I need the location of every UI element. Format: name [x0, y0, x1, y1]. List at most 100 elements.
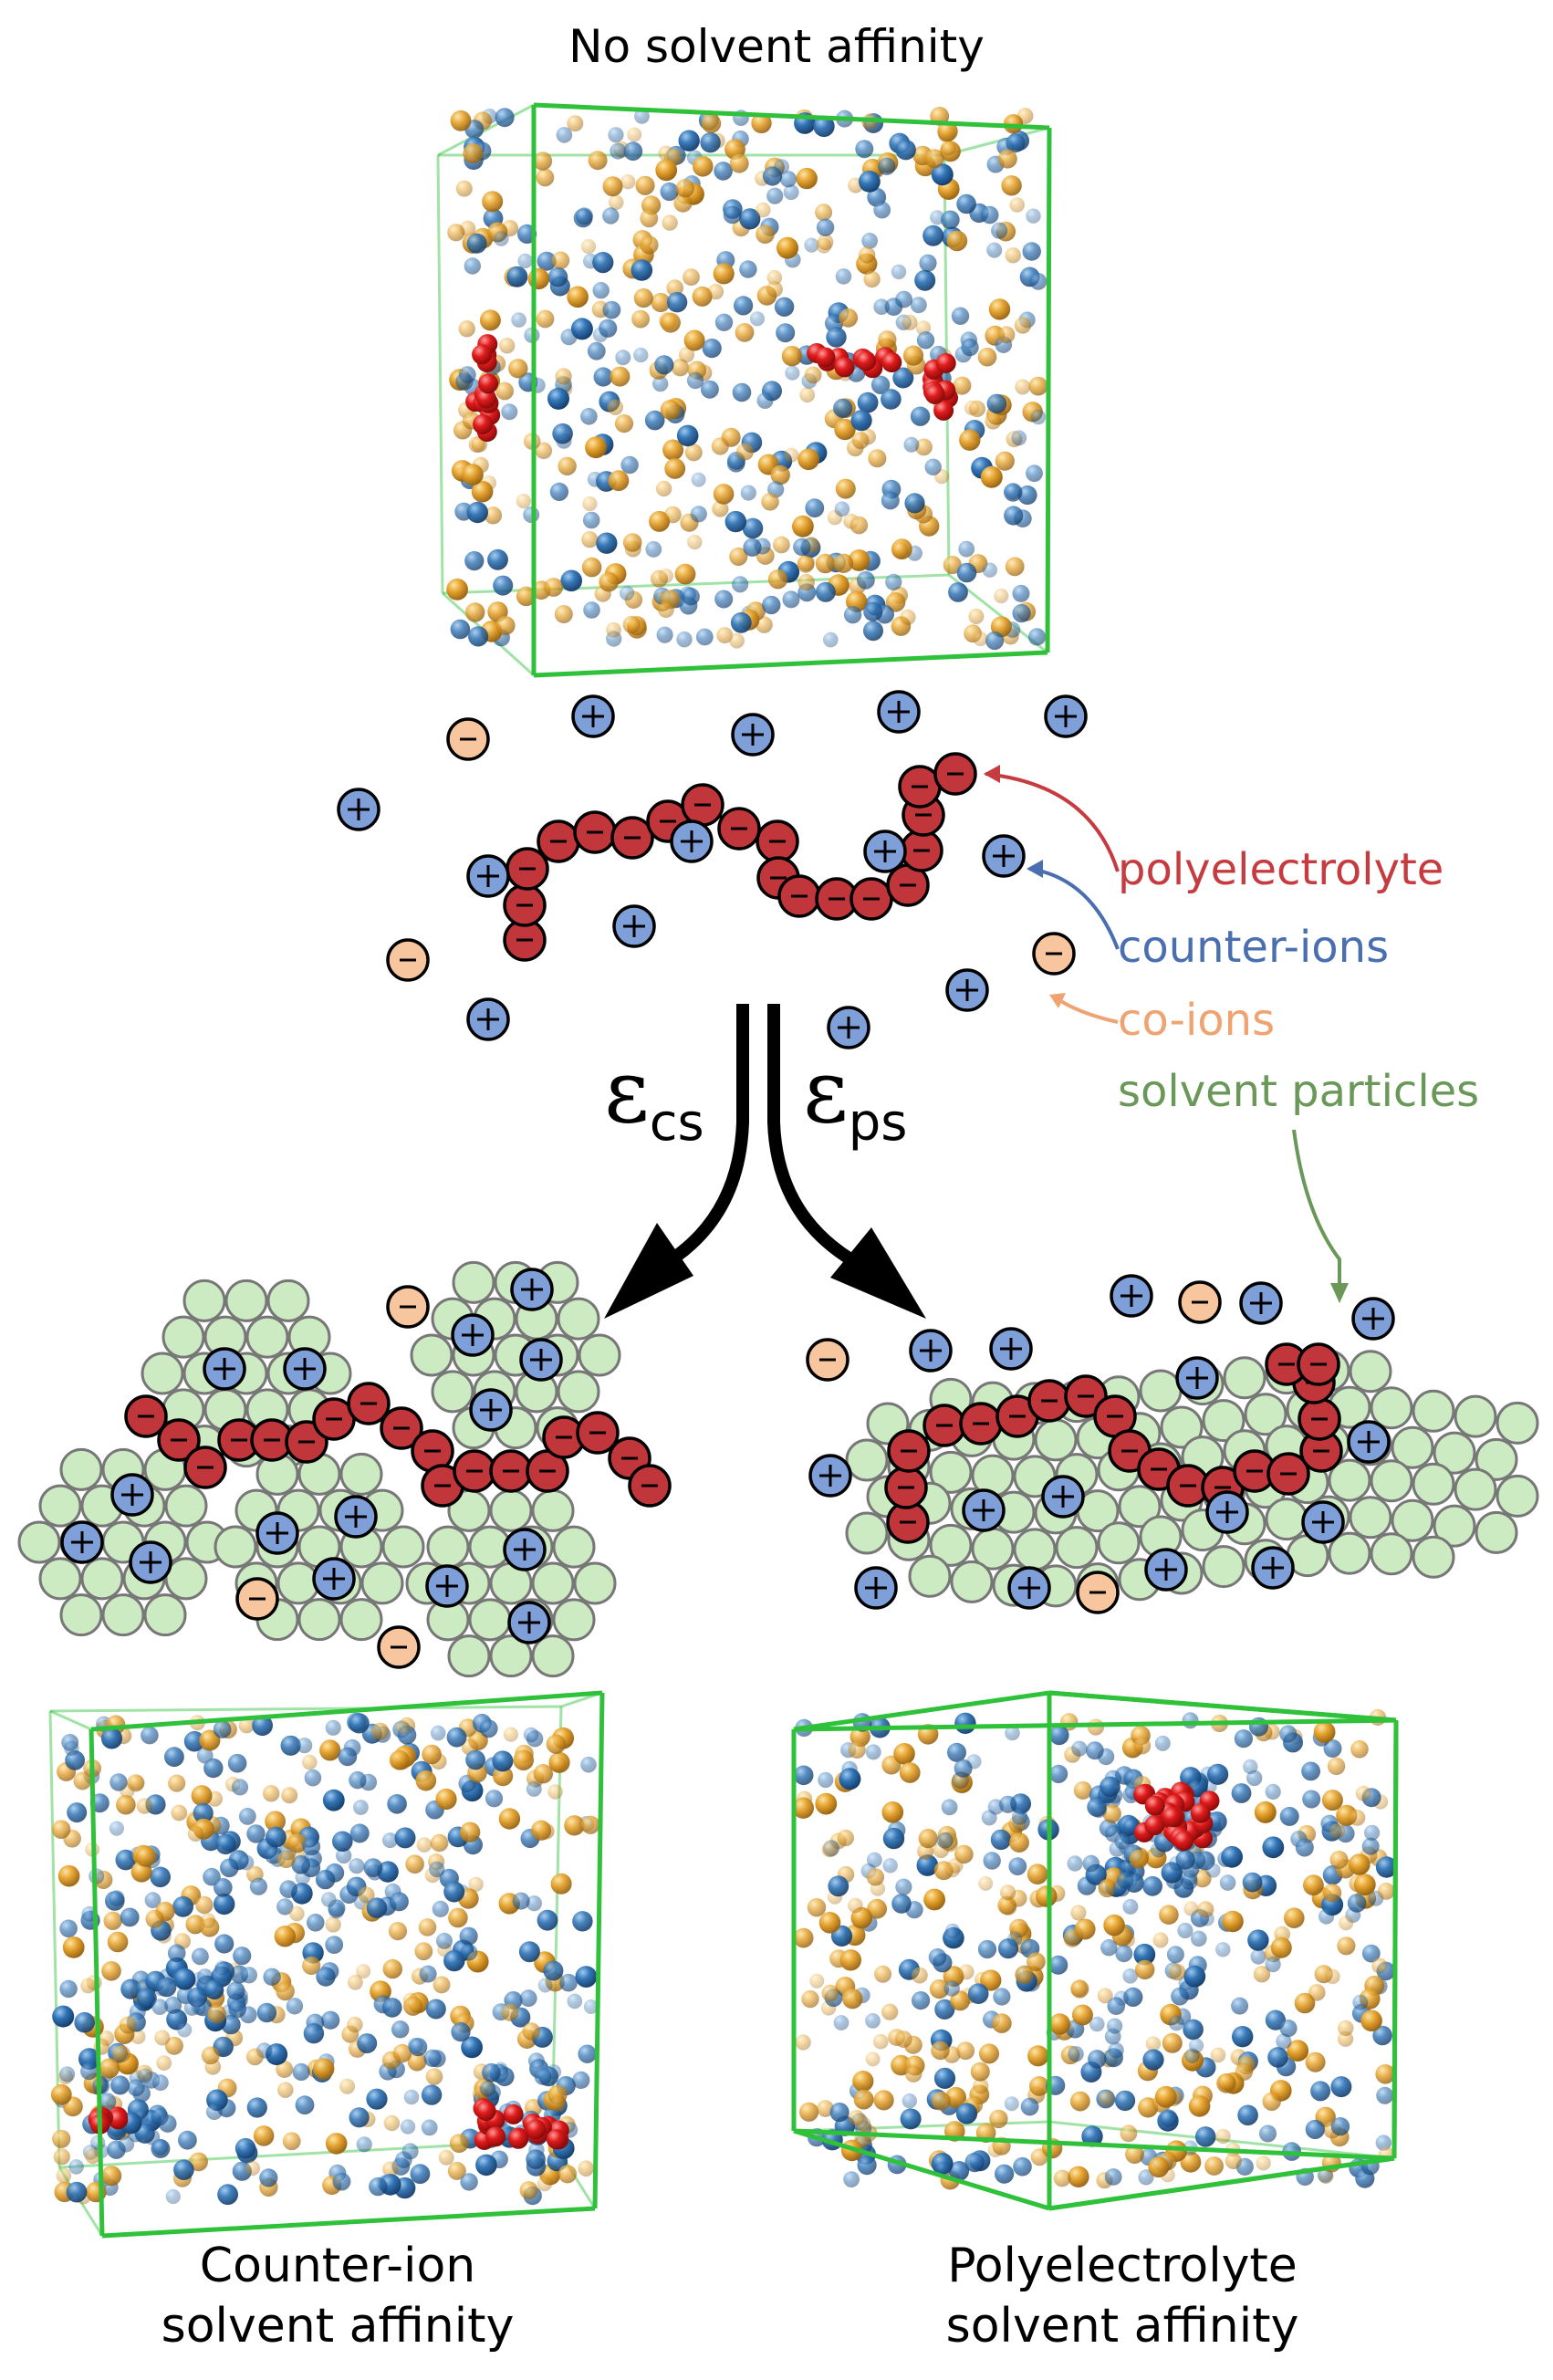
particle-sphere — [537, 251, 557, 271]
particle-sphere — [1067, 1855, 1083, 1872]
particle-sphere — [1254, 1801, 1277, 1823]
particle-sphere — [281, 1787, 298, 1804]
particle-sphere — [1027, 1952, 1046, 1972]
particle-sphere — [891, 264, 907, 280]
particle-sphere — [675, 179, 695, 198]
particle-sphere — [1102, 1804, 1121, 1823]
solvent-particle — [1160, 1405, 1204, 1449]
particle-sphere — [279, 1880, 298, 1898]
polyelectrolyte-sphere — [476, 388, 496, 409]
particle-sphere — [676, 424, 699, 447]
particle-sphere — [152, 2074, 169, 2092]
particle-sphere — [1162, 2032, 1183, 2053]
polyelectrolyte-monomer — [922, 1404, 966, 1447]
counter-ion — [469, 1388, 513, 1432]
particle-sphere — [619, 585, 635, 601]
particle-sphere — [958, 1964, 975, 1980]
solvent-particle — [578, 1333, 621, 1377]
particle-sphere — [421, 2084, 443, 2105]
particle-sphere — [801, 1989, 819, 2009]
particle-sphere — [751, 112, 772, 134]
particle-sphere — [895, 1878, 912, 1895]
particle-sphere — [967, 1983, 989, 2004]
particle-sphere — [833, 553, 854, 573]
particle-sphere — [332, 1831, 353, 1853]
particle-sphere — [150, 1866, 171, 1888]
counter-ion — [909, 1329, 953, 1373]
particle-sphere — [821, 1984, 839, 2002]
particle-sphere — [575, 207, 593, 225]
particle-sphere — [559, 1973, 578, 1992]
particle-sphere — [394, 1827, 416, 1849]
polyelectrolyte-monomer — [884, 1466, 928, 1509]
particle-sphere — [881, 389, 902, 410]
solvent-particle — [1055, 1526, 1099, 1570]
particle-sphere — [468, 1876, 484, 1892]
particle-sphere — [1122, 1898, 1139, 1915]
particle-sphere — [640, 235, 659, 255]
particle-sphere — [475, 2154, 497, 2176]
particle-sphere — [982, 562, 998, 578]
particle-sphere — [956, 2041, 975, 2061]
polyelectrolyte-sphere — [472, 344, 493, 365]
particle-sphere — [74, 2011, 95, 2033]
particle-sphere — [533, 151, 553, 171]
caption-right-line1: Polyelectrolyte — [947, 2239, 1298, 2293]
particle-sphere — [1188, 2095, 1211, 2117]
particle-sphere — [1133, 1943, 1156, 1966]
particle-sphere — [233, 1947, 252, 1966]
particle-sphere — [724, 510, 746, 533]
particle-sphere — [813, 115, 835, 138]
particle-sphere — [833, 2015, 849, 2030]
particle-sphere — [954, 1712, 976, 1735]
polyelectrolyte-monomer — [576, 1411, 620, 1455]
particle-sphere — [1011, 1809, 1028, 1825]
polyelectrolyte-monomer — [1266, 1452, 1310, 1496]
particle-sphere — [723, 205, 742, 224]
particle-sphere — [855, 140, 874, 159]
particle-sphere — [526, 1780, 542, 1797]
particle-sphere — [606, 621, 621, 638]
solvent-particle — [1475, 1437, 1518, 1481]
particle-sphere — [783, 184, 799, 201]
particle-sphere — [460, 1944, 478, 1961]
particle-sphere — [859, 246, 876, 264]
particle-sphere — [1322, 1884, 1342, 1903]
particle-sphere — [868, 449, 887, 468]
particle-sphere — [101, 2166, 122, 2187]
particle-sphere — [518, 1941, 540, 1963]
particle-sphere — [683, 268, 700, 287]
arrow-solvent-particles — [1292, 1129, 1341, 1289]
title-no-solvent-affinity: No solvent affinity — [568, 20, 985, 73]
arrowhead-polyelectrolyte — [984, 765, 1000, 783]
solvent-particle — [1223, 1356, 1266, 1400]
particle-sphere — [203, 1758, 224, 1779]
particle-sphere — [430, 1833, 449, 1853]
box-back-edge — [943, 126, 1050, 157]
particle-sphere — [937, 120, 958, 142]
particle-sphere — [366, 1897, 388, 1918]
polyelectrolyte-monomer — [347, 1382, 391, 1425]
epsilon-ps-subscript: ps — [848, 1093, 908, 1153]
particle-sphere — [482, 191, 504, 213]
particle-sphere — [332, 2172, 351, 2191]
particle-sphere — [1250, 1948, 1266, 1965]
particle-sphere — [633, 288, 653, 308]
particle-sphere — [207, 2004, 226, 2023]
schematic-free-chain — [337, 690, 1088, 1049]
particle-sphere — [1148, 2156, 1170, 2178]
legend-label-co-ions: co-ions — [1118, 995, 1276, 1046]
particle-sphere — [1375, 1856, 1398, 1878]
particle-sphere — [1183, 1901, 1199, 1916]
solvent-particle — [1013, 1528, 1057, 1571]
particle-sphere — [835, 478, 856, 499]
solvent-particle — [1433, 1431, 1476, 1475]
particle-sphere — [914, 269, 936, 291]
particle-sphere — [1219, 1874, 1236, 1891]
caption-left-line2: solvent affinity — [161, 2299, 515, 2354]
particle-sphere — [120, 1978, 141, 1999]
particle-sphere — [1360, 2009, 1382, 2032]
particle-sphere — [1012, 603, 1031, 623]
particle-sphere — [519, 2181, 538, 2200]
particle-sphere — [1215, 1942, 1231, 1957]
